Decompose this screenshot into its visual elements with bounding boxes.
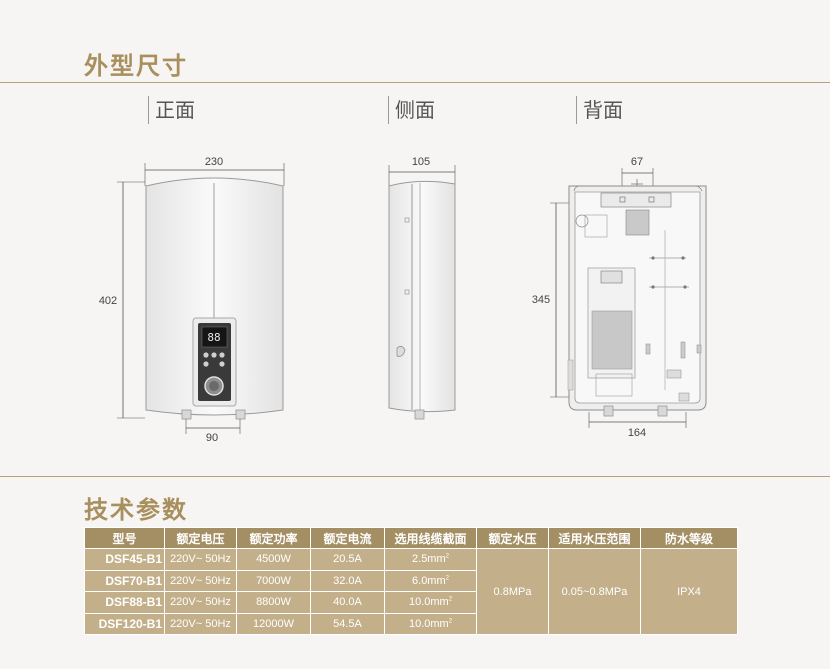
header-pressure-range: 适用水压范围 xyxy=(548,527,641,549)
back-pipe-right xyxy=(657,405,668,417)
front-height-label: 402 xyxy=(99,295,117,307)
back-mount-bracket xyxy=(600,192,672,208)
header-current: 额定电流 xyxy=(310,527,385,549)
side-depth-label: 105 xyxy=(412,156,430,168)
side-pipe xyxy=(414,409,425,420)
cell-voltage: 220V~ 50Hz xyxy=(164,569,237,592)
top-divider xyxy=(0,82,830,83)
view-label-front: 正面 xyxy=(148,96,195,124)
front-pipe-right xyxy=(235,409,246,420)
header-model: 型号 xyxy=(84,527,165,549)
dimensions-title: 外型尺寸 xyxy=(84,52,188,80)
cell-power: 4500W xyxy=(236,548,311,571)
header-voltage: 额定电压 xyxy=(164,527,237,549)
cell-voltage: 220V~ 50Hz xyxy=(164,591,237,614)
cell-model: DSF70-B1 xyxy=(84,569,165,592)
front-pipe-spacing-label: 90 xyxy=(206,432,218,444)
side-body xyxy=(388,180,456,413)
table-row: DSF88-B1 220V~ 50Hz 8800W 40.0A 10.0mm2 xyxy=(84,591,738,614)
cell-current: 40.0A xyxy=(310,591,385,614)
cell-power: 12000W xyxy=(236,612,311,635)
header-cable: 选用线缆截面 xyxy=(384,527,477,549)
cell-cable: 2.5mm2 xyxy=(384,548,477,571)
front-pipe-left xyxy=(181,409,192,420)
side-view: 105 xyxy=(388,156,456,420)
back-bottom-spacing-label: 164 xyxy=(628,427,646,439)
middle-divider xyxy=(0,476,830,477)
cell-current: 54.5A xyxy=(310,612,385,635)
display-digits: 88 xyxy=(207,331,220,344)
header-waterproof: 防水等级 xyxy=(640,527,738,549)
view-label-side: 侧面 xyxy=(388,96,435,124)
temperature-knob-center xyxy=(209,381,219,391)
back-terminal-block xyxy=(625,209,650,236)
cell-model: DSF88-B1 xyxy=(84,591,165,614)
panel-button-3 xyxy=(219,352,225,358)
spec-table-header-row: 型号 额定电压 额定功率 额定电流 选用线缆截面 额定水压 适用水压范围 防水等… xyxy=(84,527,738,549)
cell-cable: 10.0mm2 xyxy=(384,591,477,614)
spec-table: 型号 额定电压 额定功率 额定电流 选用线缆截面 额定水压 适用水压范围 防水等… xyxy=(84,527,738,635)
cell-cable: 6.0mm2 xyxy=(384,569,477,592)
cell-current: 20.5A xyxy=(310,548,385,571)
dimension-drawings: 230 402 88 90 105 xyxy=(99,156,707,444)
header-power: 额定功率 xyxy=(236,527,311,549)
cell-model: DSF45-B1 xyxy=(84,548,165,571)
cell-voltage: 220V~ 50Hz xyxy=(164,548,237,571)
cell-power: 8800W xyxy=(236,591,311,614)
view-label-back: 背面 xyxy=(576,96,623,124)
back-pipe-left xyxy=(603,405,614,417)
back-view: 67 345 xyxy=(532,156,707,439)
cell-power: 7000W xyxy=(236,569,311,592)
table-row: DSF120-B1 220V~ 50Hz 12000W 54.5A 10.0mm… xyxy=(84,612,738,635)
back-height-label: 345 xyxy=(532,294,550,306)
specs-title: 技术参数 xyxy=(84,496,188,524)
cell-pressure-range: 0.05~0.8MPa xyxy=(548,548,641,635)
back-heating-module xyxy=(591,310,633,370)
header-rated-pressure: 额定水压 xyxy=(476,527,549,549)
display-screen xyxy=(201,326,228,348)
cell-current: 32.0A xyxy=(310,569,385,592)
table-row: DSF45-B1 220V~ 50Hz 4500W 20.5A 2.5mm2 0… xyxy=(84,548,738,635)
cell-cable: 10.0mm2 xyxy=(384,612,477,635)
panel-button-1 xyxy=(203,352,209,358)
front-width-label: 230 xyxy=(205,156,223,168)
cell-waterproof: IPX4 xyxy=(640,548,738,635)
panel-button-2 xyxy=(211,352,217,358)
panel-button-5 xyxy=(219,361,225,367)
cell-voltage: 220V~ 50Hz xyxy=(164,612,237,635)
front-view: 230 402 88 90 xyxy=(99,156,285,444)
back-top-spacing-label: 67 xyxy=(631,156,643,168)
side-cable-gland xyxy=(396,346,406,357)
panel-button-4 xyxy=(203,361,209,367)
cell-rated-pressure: 0.8MPa xyxy=(476,548,549,635)
cell-model: DSF120-B1 xyxy=(84,612,165,635)
